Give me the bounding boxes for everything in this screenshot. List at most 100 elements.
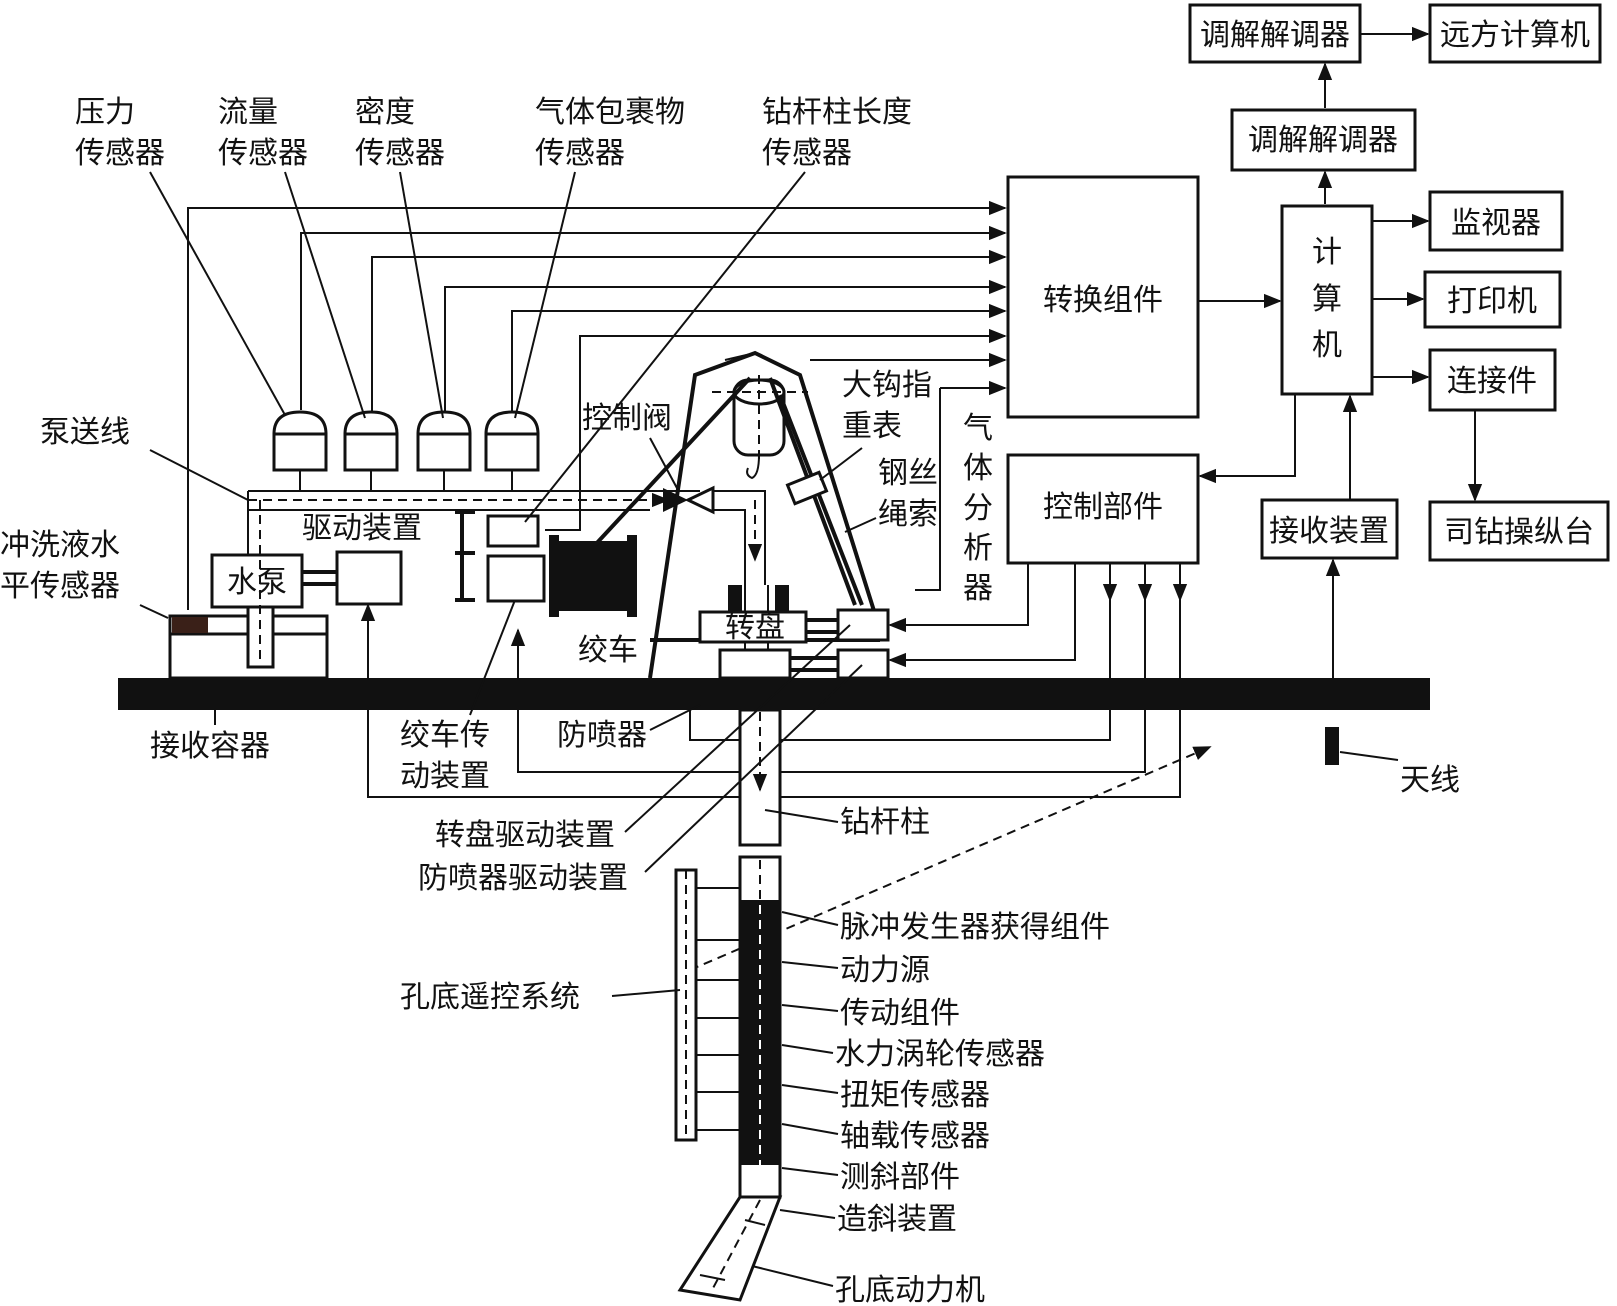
water-pump-block: 水泵 [210,553,304,609]
gas-analyzer-label-2: 体 [963,451,993,486]
signal-line-flush-level [187,200,1007,610]
gas-analyzer-label-3: 分 [963,491,993,526]
signal-line-density [444,279,1007,412]
rotary-table-block: 转盘 [698,610,808,645]
flow-sensor-label-2: 传感器 [218,136,308,171]
rotary-table-label: 转盘 [725,610,785,645]
printer-block: 打印机 [1423,270,1562,329]
flow-sensor-dome [343,410,399,491]
gas-analyzer-label-4: 析 [963,531,993,566]
downhole-remote-leader [611,989,681,997]
remote-computer-label: 远方计算机 [1440,18,1590,53]
pump-line-leader [149,449,249,501]
bent-motor-flow [711,1199,761,1291]
bop-drive-label: 防喷器驱动装置 [418,861,628,896]
control-valve-icon [663,485,715,515]
deflection-tool-leader [779,1209,836,1219]
winch-drive-label-1: 绞车传 [400,718,490,753]
pump-line-label: 泵送线 [40,415,130,450]
kelly-right-clamp [775,585,789,613]
converter-block: 转换组件 [1006,175,1200,419]
flush-level-label-1: 冲洗液水 [0,528,120,563]
driller-console-label: 司钻操纵台 [1444,515,1594,550]
drive-device-block [335,550,403,606]
density-sensor-leader [399,171,444,419]
modem-top-label: 调解解调器 [1200,18,1350,53]
gas-inclusion-sensor-dome [484,410,540,491]
power-source-leader [781,961,839,969]
hook-load-label-2: 重表 [842,409,902,444]
string-length-leader [524,171,806,523]
valve-to-kelly-inner [713,509,746,585]
monitor-label: 监视器 [1451,206,1541,241]
monitor-block: 监视器 [1428,190,1564,252]
density-sensor-label-2: 传感器 [355,136,445,171]
flow-sensor-label-1: 流量 [218,95,278,130]
return-line-1 [689,600,1111,741]
control-valve-label: 控制阀 [582,401,672,436]
bent-marker-2 [699,1274,726,1281]
gas-inclusion-label-2: 传感器 [535,136,625,171]
inclinometer-label: 测斜部件 [840,1160,960,1195]
computer-label: 计 [1312,235,1342,270]
signal-line-flow [371,249,1007,412]
return-line-2 [510,600,1146,773]
antenna-label: 天线 [1400,763,1460,798]
winch-drive-leader [469,599,516,716]
pressure-sensor-dome [272,410,328,491]
control-to-rotary-arrow [888,563,1029,633]
modem-top-block: 调解解调器 [1188,3,1362,64]
pressure-sensor-label-1: 压力 [75,95,135,130]
bop-label: 防喷器 [557,718,647,753]
connector-label: 连接件 [1447,364,1537,399]
pulser-assembly-leader [781,911,839,926]
hook-load-label-1: 大钩指 [842,368,932,403]
connector-block: 连接件 [1428,348,1557,412]
gas-inclusion-leader [514,171,576,419]
inclinometer-leader [781,1167,839,1176]
drill-string-leader [764,809,839,823]
modem-mid-block: 调解解调器 [1230,108,1417,172]
flush-level-leader [139,604,169,619]
bop-drive-box [836,648,890,680]
driller-console-block: 司钻操纵台 [1428,500,1610,562]
rotary-drive-leader [624,624,851,833]
downhole-motor-label: 孔底动力机 [835,1273,985,1306]
modem-mid-label: 调解解调器 [1248,123,1398,158]
hook-load-gauge-icon [785,470,829,506]
turbine-sensor-leader [781,1044,834,1054]
rotary-drive-box [836,608,890,642]
hook-load-leader [819,447,863,481]
torque-sensor-label: 扭矩传感器 [840,1078,990,1113]
downhole-remote-label: 孔底遥控系统 [400,980,580,1015]
gas-analyzer-label-5: 器 [963,571,993,606]
turbine-sensor-label: 水力涡轮传感器 [835,1037,1045,1072]
control-unit-block: 控制部件 [1006,453,1200,565]
winch-drive-assembly [455,510,546,603]
valve-to-kelly [713,490,766,585]
wire-rope-label-2: 绳索 [878,497,938,532]
antenna-icon [1325,727,1339,765]
wire-rope-leader [844,517,877,533]
bent-marker-1 [744,1219,766,1226]
deflection-tool-label: 造斜装置 [837,1202,957,1237]
computer-label: 算 [1312,282,1342,317]
cable-left [593,376,752,547]
cable-right-2 [778,394,864,606]
transmission-label: 传动组件 [840,996,960,1031]
computer-label: 机 [1312,328,1342,363]
wob-sensor-leader [781,1123,839,1135]
remote-computer-block: 远方计算机 [1428,3,1602,64]
kelly-left-clamp [728,585,742,613]
downhole-remote-ruler [674,868,740,1142]
converter-label: 转换组件 [1043,283,1163,318]
traveling-block [712,375,808,480]
flush-level-label-2: 平传感器 [0,569,120,604]
computer-block: 计 算 机 [1280,204,1374,396]
density-sensor-label-1: 密度 [355,95,415,130]
density-sensor-dome [416,410,472,491]
pressure-sensor-label-2: 传感器 [75,136,165,171]
transmission-leader [781,1004,839,1012]
water-pump-label: 水泵 [227,565,287,600]
control-unit-label: 控制部件 [1043,490,1163,525]
